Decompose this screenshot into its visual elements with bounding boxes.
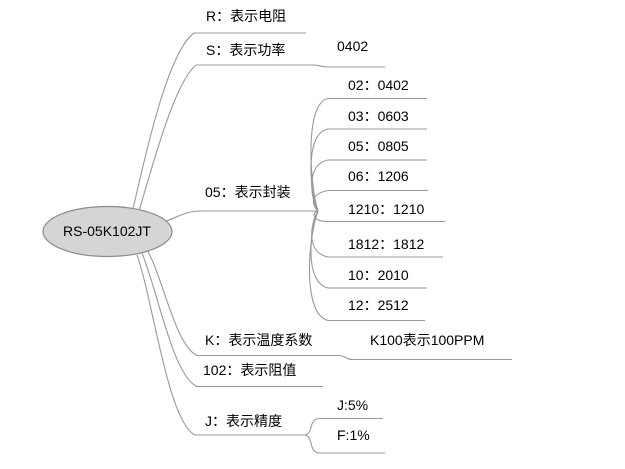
connector-05 <box>165 210 318 222</box>
root-node[interactable]: RS-05K102JT <box>63 223 151 239</box>
connector-k100 <box>337 354 512 361</box>
connector-06-1206 <box>312 189 428 212</box>
connector-102 <box>141 252 323 388</box>
node-05[interactable]: 05：表示封装 <box>205 184 291 200</box>
connector-03-0603 <box>310 128 427 212</box>
connector-j <box>136 254 305 436</box>
node-02-0402[interactable]: 02：0402 <box>348 77 409 93</box>
node-f1[interactable]: F:1% <box>337 427 370 443</box>
connector-12-2512 <box>308 210 425 322</box>
connector-j5 <box>304 417 383 436</box>
node-j[interactable]: J：表示精度 <box>205 413 282 429</box>
node-05-0805[interactable]: 05：0805 <box>348 138 409 154</box>
connector-0402 <box>312 64 385 68</box>
node-1812[interactable]: 1812：1812 <box>348 236 425 252</box>
connector-s <box>138 64 313 212</box>
node-06-1206[interactable]: 06：1206 <box>348 168 409 184</box>
node-r[interactable]: R：表示电阻 <box>206 8 287 24</box>
connector-f1 <box>304 434 385 454</box>
node-0402[interactable]: 0402 <box>337 38 369 54</box>
connector-r <box>132 32 306 210</box>
node-03-0603[interactable]: 03：0603 <box>348 108 409 124</box>
root-node-shape[interactable] <box>42 205 173 258</box>
node-j5[interactable]: J:5% <box>337 397 369 413</box>
node-10-2010[interactable]: 10：2010 <box>348 267 409 283</box>
node-1210[interactable]: 1210：1210 <box>348 201 425 217</box>
node-s[interactable]: S：表示功率 <box>206 42 286 58</box>
connector-k <box>146 249 338 357</box>
connector-02-0402 <box>310 97 427 212</box>
node-k100[interactable]: K100表示100PPM <box>370 332 485 348</box>
node-102[interactable]: 102：表示阻值 <box>203 362 297 378</box>
node-12-2512[interactable]: 12：2512 <box>348 297 409 313</box>
node-k[interactable]: K：表示温度系数 <box>205 332 313 348</box>
connector-05-0805 <box>311 159 427 212</box>
